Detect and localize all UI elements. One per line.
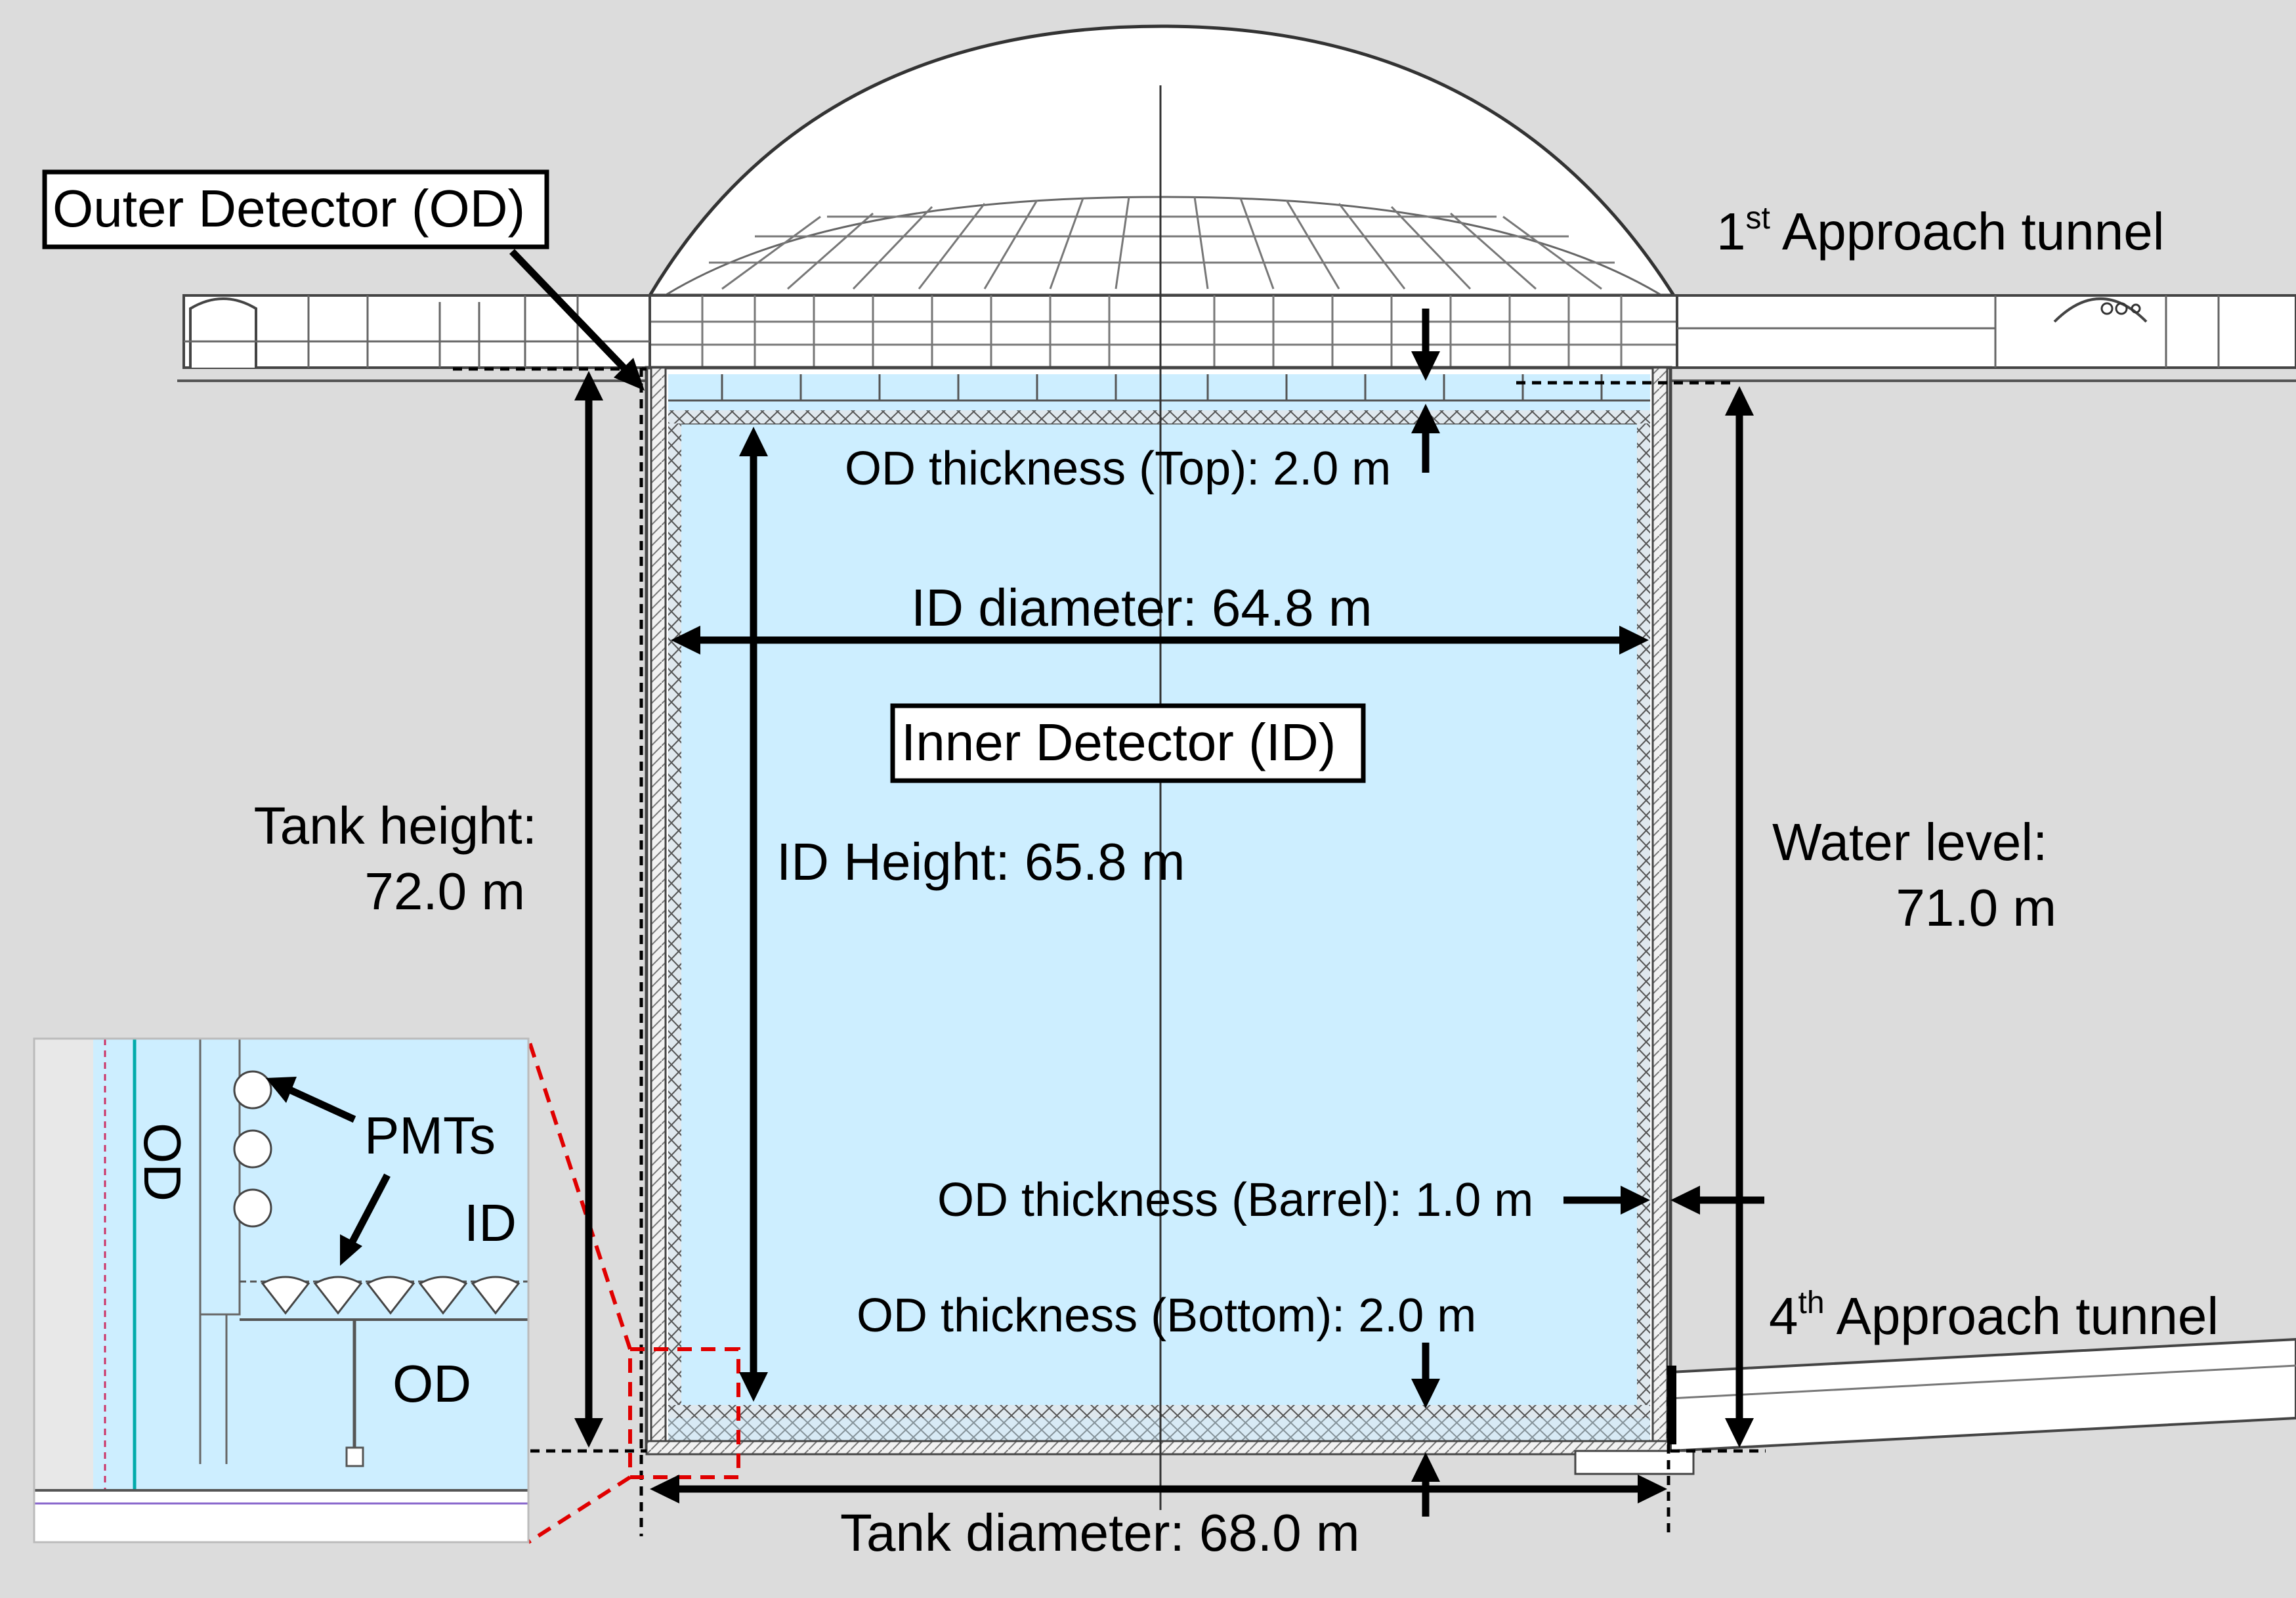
- fourth-tunnel-structure: [1574, 1337, 2296, 1475]
- tank-height-label-1: Tank height:: [254, 796, 537, 855]
- id-diameter-label: ID diameter: 64.8 m: [911, 578, 1372, 637]
- od-bottom-label: OD thickness (Bottom): 2.0 m: [857, 1289, 1476, 1342]
- dashed-reference-lines: [420, 367, 1766, 1536]
- inset-id-label: ID: [464, 1194, 517, 1252]
- inset-od-side-label: OD: [133, 1123, 192, 1201]
- zoom-inset: [34, 1039, 528, 1542]
- id-height-label: ID Height: 65.8 m: [776, 832, 1185, 891]
- right-tunnel-structure: [1676, 294, 2296, 369]
- water-tank: [645, 366, 1672, 1456]
- water-level-label-1: Water level:: [1772, 813, 2047, 871]
- inset-pmts-label: PMTs: [364, 1106, 496, 1165]
- od-barrel-label: OD thickness (Barrel): 1.0 m: [937, 1174, 1533, 1226]
- left-tunnel-structure: [182, 294, 651, 369]
- outer-detector-label-box: [42, 169, 549, 249]
- dome: [645, 24, 1678, 369]
- inner-detector-label-box: [890, 703, 1366, 783]
- inset-od-bottom-label: OD: [393, 1354, 471, 1413]
- dimension-arrows: [509, 249, 1764, 1517]
- tank-diameter-label: Tank diameter: 68.0 m: [840, 1503, 1359, 1562]
- od-top-label: OD thickness (Top): 2.0 m: [845, 443, 1391, 495]
- tank-height-label-2: 72.0 m: [364, 862, 525, 920]
- inner-detector-label: Inner Detector (ID): [901, 713, 1336, 771]
- pmt-pointer-arrows: [266, 1077, 391, 1266]
- water-level-label-2: 71.0 m: [1896, 878, 2056, 937]
- zoom-marker: [526, 1038, 740, 1544]
- outer-detector-label: Outer Detector (OD): [53, 179, 525, 238]
- zoom-inset-frame: [33, 1037, 530, 1544]
